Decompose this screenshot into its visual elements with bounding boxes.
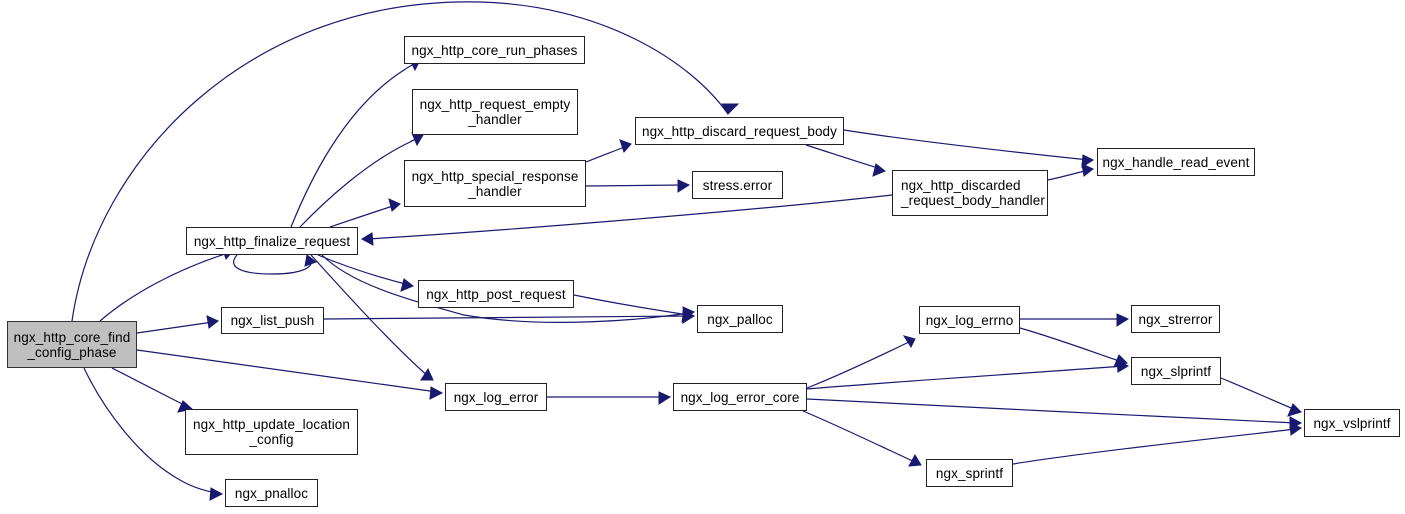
edge-arrowhead xyxy=(1081,154,1095,168)
edge-finalize_request-to-core_run_phases xyxy=(290,57,421,228)
edge-slprintf-to-vslprintf xyxy=(1220,377,1302,417)
edge-arrowhead xyxy=(677,179,691,193)
node-label: ngx_http_core_find _config_phase xyxy=(13,329,131,360)
edge-arrowhead xyxy=(721,103,740,115)
node-discard_request_body[interactable]: ngx_http_discard_request_body xyxy=(635,117,844,145)
edge-arrowhead xyxy=(1116,313,1130,327)
edge-core_find_config_phase-to-update_location_config xyxy=(111,367,194,413)
edge-discarded_request_body_handler-to-finalize_request xyxy=(360,194,893,246)
edge-arrowhead xyxy=(388,198,401,212)
node-core_run_phases[interactable]: ngx_http_core_run_phases xyxy=(404,36,585,64)
node-handle_read_event[interactable]: ngx_handle_read_event xyxy=(1097,148,1255,176)
edge-arrowhead xyxy=(1289,422,1303,436)
node-core_find_config_phase[interactable]: ngx_http_core_find _config_phase xyxy=(7,321,137,368)
edge-arrowhead xyxy=(420,367,434,381)
edge-arrowhead xyxy=(360,232,374,246)
node-slprintf[interactable]: ngx_slprintf xyxy=(1131,357,1221,385)
edge-arrowhead xyxy=(872,163,886,177)
edge-list_push-to-palloc xyxy=(323,310,696,324)
node-label: ngx_http_finalize_request xyxy=(193,233,351,249)
node-palloc[interactable]: ngx_palloc xyxy=(697,305,783,333)
node-label: ngx_http_special_response _handler xyxy=(411,168,579,199)
node-label: ngx_log_errno xyxy=(925,312,1014,328)
node-sprintf[interactable]: ngx_sprintf xyxy=(926,459,1013,487)
node-list_push[interactable]: ngx_list_push xyxy=(221,307,324,334)
node-stress_error[interactable]: stress.error xyxy=(692,171,783,199)
node-label: stress.error xyxy=(702,177,773,193)
edge-log_errno-to-strerror xyxy=(1020,313,1130,327)
edge-arrowhead xyxy=(429,386,444,400)
node-label: ngx_http_request_empty _handler xyxy=(419,97,571,127)
edge-sprintf-to-vslprintf xyxy=(1012,422,1303,465)
node-label: ngx_http_update_location _config xyxy=(192,417,351,447)
edge-core_find_config_phase-to-finalize_request xyxy=(99,246,233,322)
node-label: ngx_list_push xyxy=(230,313,315,328)
edge-arrowhead xyxy=(619,139,632,153)
edge-arrowhead xyxy=(209,487,224,501)
node-vslprintf[interactable]: ngx_vslprintf xyxy=(1304,409,1400,437)
edge-arrowhead xyxy=(304,254,318,267)
edge-finalize_request-to-finalize_request xyxy=(233,254,318,275)
edge-arrowhead xyxy=(1287,403,1302,417)
edge-discarded_request_body_handler-to-handle_read_event xyxy=(1047,163,1094,181)
node-post_request[interactable]: ngx_http_post_request xyxy=(418,280,574,308)
node-finalize_request[interactable]: ngx_http_finalize_request xyxy=(186,227,358,255)
node-request_empty_handler[interactable]: ngx_http_request_empty _handler xyxy=(412,89,578,135)
edge-log_error_core-to-sprintf xyxy=(802,410,922,467)
node-label: ngx_pnalloc xyxy=(234,485,309,501)
edge-arrowhead xyxy=(658,391,672,405)
node-log_errno[interactable]: ngx_log_errno xyxy=(919,306,1020,334)
node-label: ngx_log_error_core xyxy=(680,389,800,405)
edge-arrowhead xyxy=(681,309,696,323)
edge-log_error-to-log_error_core xyxy=(547,391,672,405)
edge-log_error_core-to-slprintf xyxy=(806,359,1130,390)
node-label: ngx_http_post_request xyxy=(426,286,566,302)
node-log_error_core[interactable]: ngx_log_error_core xyxy=(673,383,807,411)
edge-special_response_handler-to-discard_request_body xyxy=(585,139,632,163)
edge-arrowhead xyxy=(902,335,916,349)
edge-log_errno-to-slprintf xyxy=(1019,327,1128,368)
node-log_error[interactable]: ngx_log_error xyxy=(445,383,547,411)
edge-core_find_config_phase-to-discard_request_body xyxy=(71,1,740,322)
node-label: ngx_strerror xyxy=(1138,311,1213,327)
edge-discard_request_body-to-handle_read_event xyxy=(843,129,1095,168)
edge-log_error_core-to-log_errno xyxy=(806,335,916,389)
edge-core_find_config_phase-to-log_error xyxy=(136,349,444,400)
node-label: ngx_http_discard_request_body xyxy=(641,123,838,139)
node-pnalloc[interactable]: ngx_pnalloc xyxy=(225,479,318,507)
node-label: ngx_vslprintf xyxy=(1313,415,1391,431)
edge-post_request-to-palloc xyxy=(573,294,696,323)
edge-arrowhead xyxy=(908,453,922,467)
edge-finalize_request-to-post_request xyxy=(317,254,414,292)
node-label: ngx_sprintf xyxy=(935,465,1004,481)
node-label: ngx_palloc xyxy=(707,311,773,327)
edge-core_find_config_phase-to-list_push xyxy=(136,315,219,334)
node-update_location_config[interactable]: ngx_http_update_location _config xyxy=(185,409,358,455)
edge-arrowhead xyxy=(1081,163,1094,177)
edge-arrowhead xyxy=(206,315,219,329)
node-label: ngx_handle_read_event xyxy=(1102,154,1250,170)
edge-log_error_core-to-vslprintf xyxy=(806,398,1303,430)
edge-finalize_request-to-log_error xyxy=(310,254,434,381)
node-special_response_handler[interactable]: ngx_http_special_response _handler xyxy=(404,160,586,207)
node-label: ngx_http_discarded _request_body_handler xyxy=(901,178,1045,208)
node-label: ngx_http_core_run_phases xyxy=(411,42,578,58)
node-label: ngx_slprintf xyxy=(1140,363,1212,379)
edge-special_response_handler-to-stress_error xyxy=(585,179,691,193)
edge-core_find_config_phase-to-pnalloc xyxy=(83,367,224,501)
edge-discard_request_body-to-discarded_request_body_handler xyxy=(805,144,886,177)
edge-finalize_request-to-special_response_handler xyxy=(329,198,401,228)
edge-arrowhead xyxy=(1113,354,1128,368)
node-strerror[interactable]: ngx_strerror xyxy=(1131,305,1220,333)
node-label: ngx_log_error xyxy=(453,389,539,405)
node-discarded_request_body_handler[interactable]: ngx_http_discarded _request_body_handler xyxy=(892,170,1048,216)
edge-arrowhead xyxy=(400,278,414,292)
